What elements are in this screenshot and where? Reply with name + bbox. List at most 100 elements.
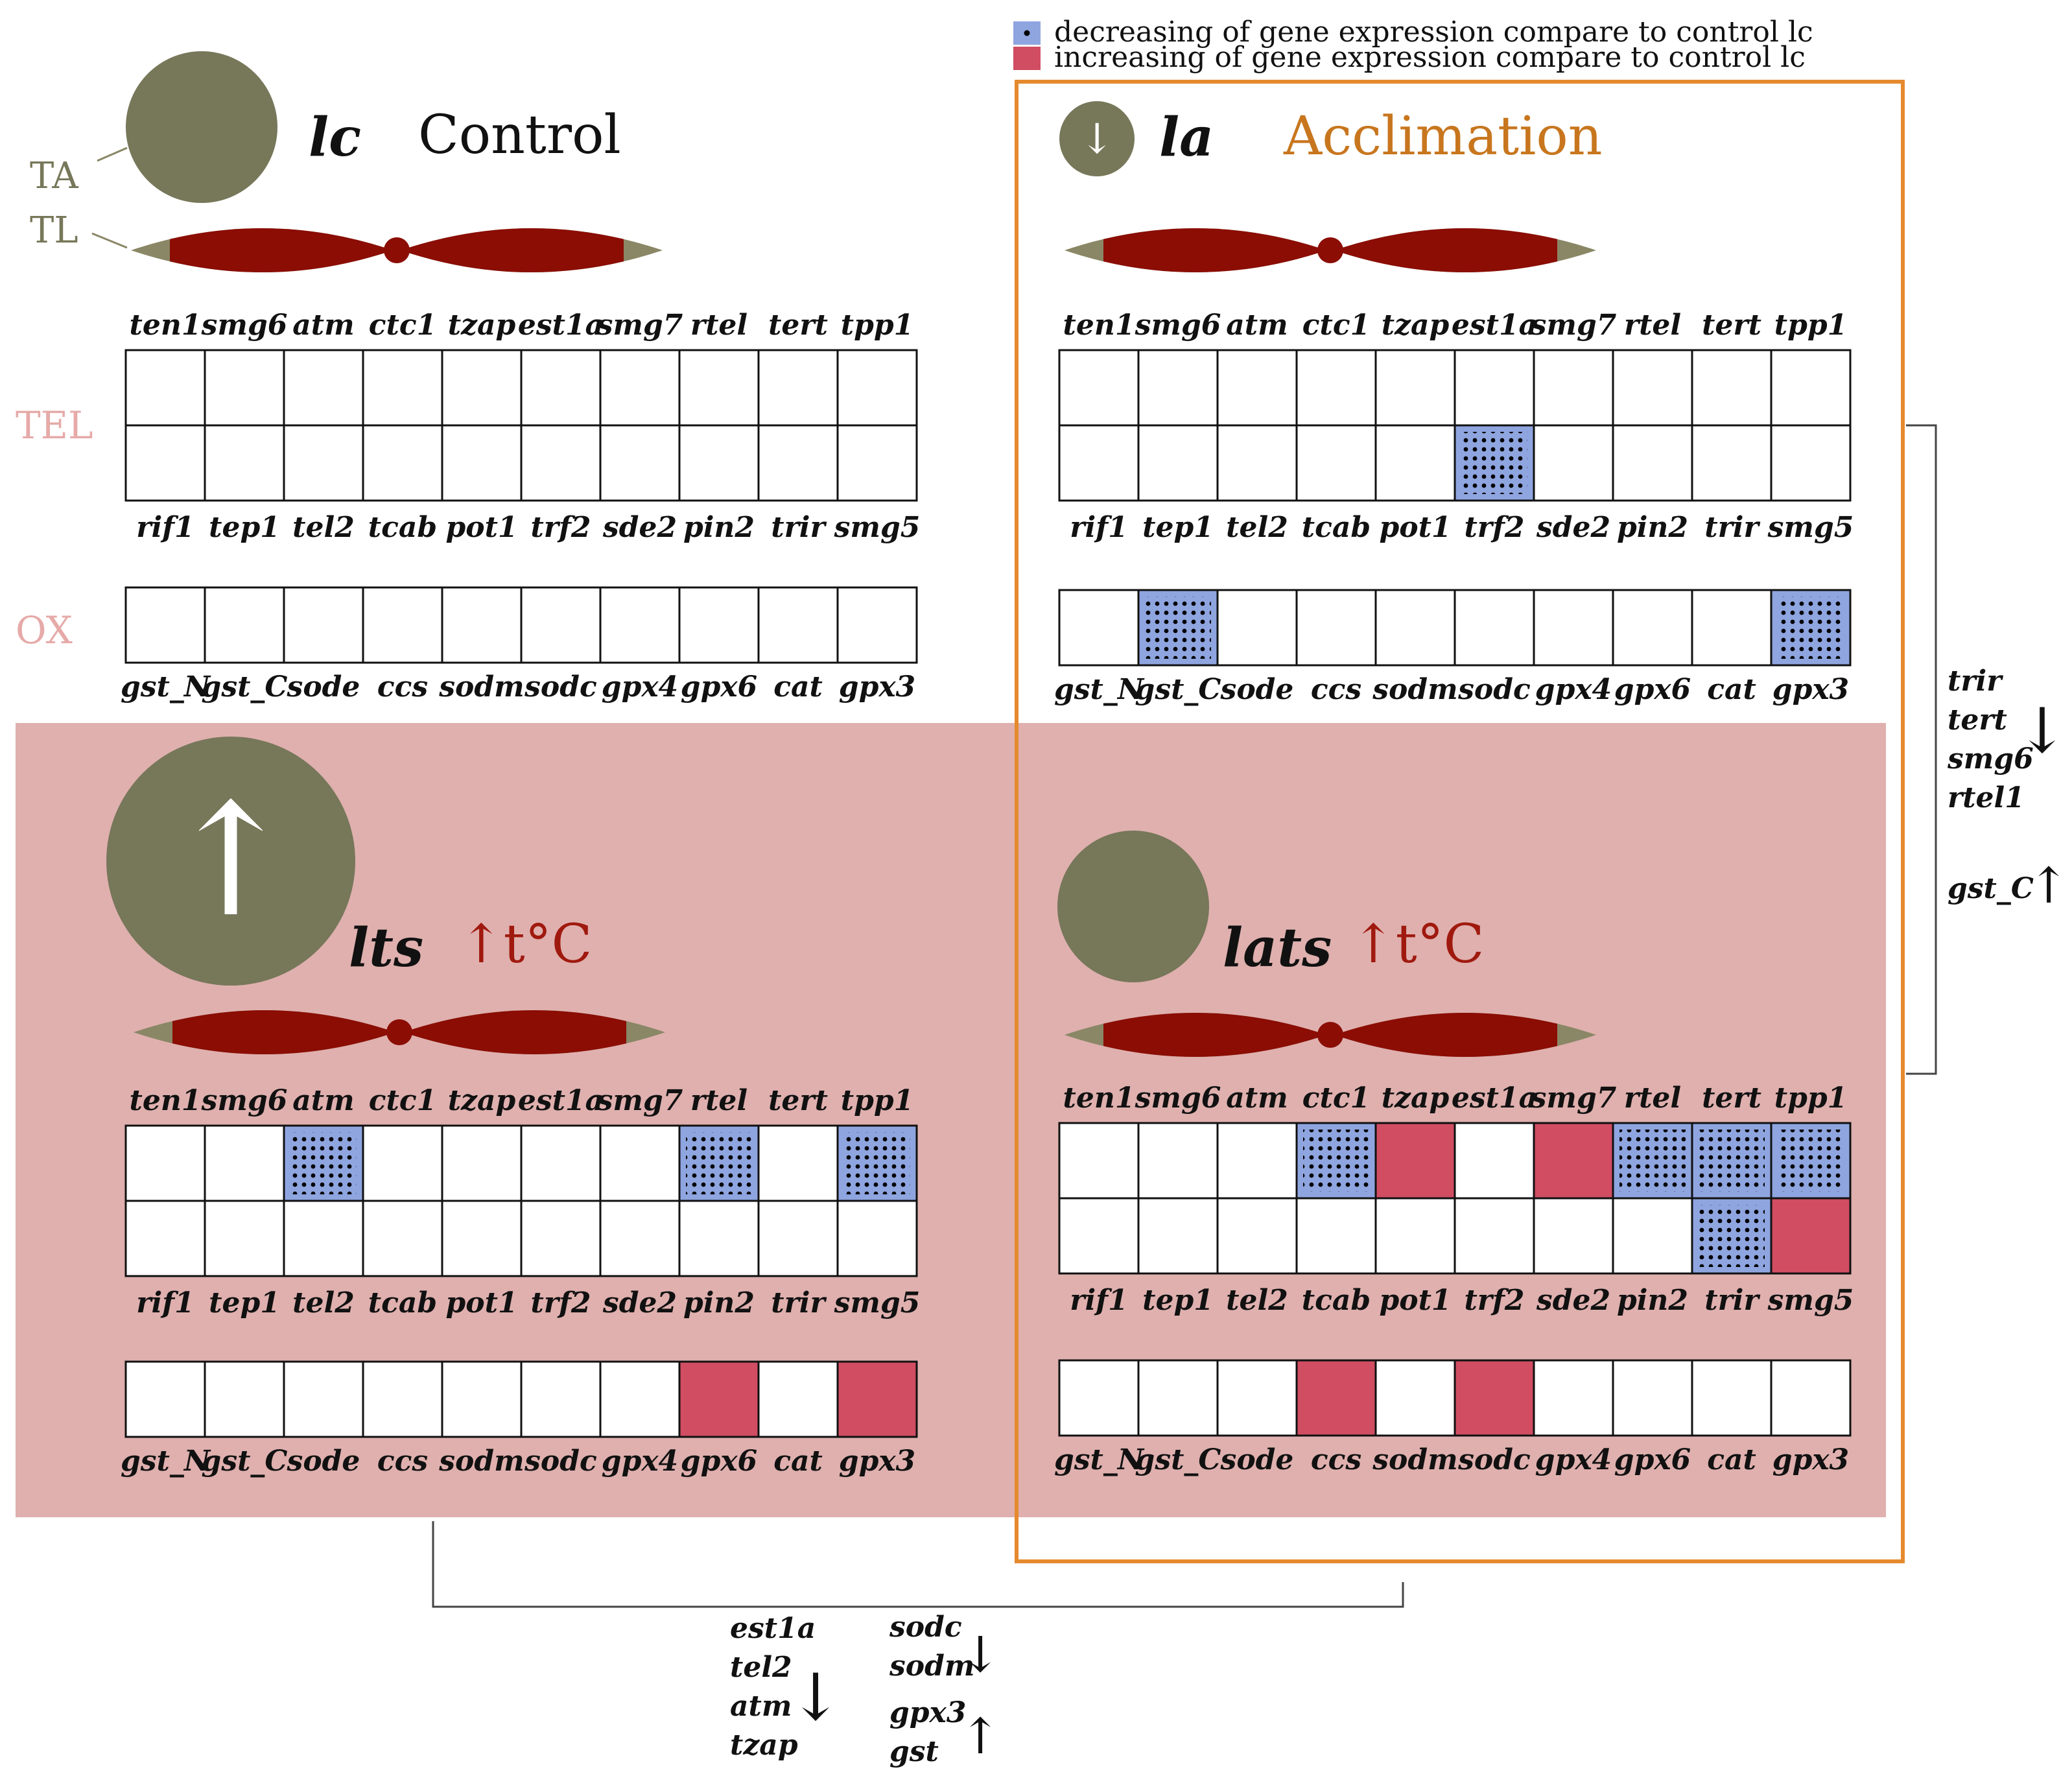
gene-cell	[1216, 589, 1298, 667]
gene-label: gst_N	[1054, 1443, 1145, 1476]
gene-label: sde2	[1536, 1284, 1610, 1317]
gene-cell	[599, 349, 681, 427]
lts-arrow: ↑	[165, 770, 296, 951]
gene-label: pot1	[1379, 511, 1451, 544]
gene-label: ten1	[130, 309, 202, 342]
gene-cell	[520, 424, 602, 502]
gene-label: sodm	[1372, 1443, 1457, 1476]
gene-label: est1a	[1452, 1082, 1537, 1115]
gene-label: tel2	[292, 1286, 355, 1320]
gene-cell	[204, 1200, 285, 1277]
gene-label: atm	[292, 309, 354, 342]
gene-label: tel2	[292, 511, 355, 544]
gene-label: smg5	[1767, 511, 1854, 544]
gene-cell	[441, 1360, 523, 1438]
gene-label: cat	[1707, 1443, 1756, 1476]
gene-cell	[678, 1200, 760, 1277]
gene-label: smg5	[1767, 1284, 1854, 1317]
gene-label: gpx4	[1535, 673, 1612, 706]
gene-cell	[1374, 349, 1456, 427]
chromosome-arm-left	[1103, 228, 1326, 272]
gene-label: gpx4	[602, 1445, 678, 1478]
gene-cell	[204, 586, 285, 664]
gene-label: sde2	[1536, 511, 1610, 544]
bottom-down-gene: tel2	[730, 1651, 792, 1684]
gene-label: pin2	[683, 511, 755, 544]
gene-cell	[1058, 1359, 1140, 1437]
gene-label: tcab	[1302, 511, 1371, 544]
gene-cell	[599, 1124, 681, 1202]
gene-cell	[836, 586, 918, 664]
gene-cell	[441, 1200, 523, 1277]
gene-label: ten1	[130, 1084, 202, 1117]
lts-chromosome	[134, 1010, 665, 1054]
gene-label: tep1	[1142, 1284, 1214, 1317]
gene-label: atm	[1226, 1082, 1288, 1115]
chromosome-arm-left	[170, 228, 393, 272]
gene-label: ccs	[1311, 1443, 1361, 1476]
gene-cell	[1374, 589, 1456, 667]
gene-cell	[1533, 1197, 1614, 1275]
gene-cell	[124, 1124, 206, 1202]
right-up-arrow: ↑	[2028, 857, 2069, 914]
lats-title: ↑t°C	[1351, 914, 1484, 975]
acclimation-frame	[1015, 80, 1905, 1563]
bottom-right-down-gene: sodc	[889, 1611, 962, 1644]
gene-cell	[1533, 349, 1614, 427]
legend: decreasing of gene expression compare to…	[1013, 16, 1813, 74]
gene-label: pot1	[445, 1286, 517, 1320]
gene-cell	[1137, 424, 1219, 502]
gene-label: smg7	[596, 1084, 683, 1117]
gene-label: cat	[1707, 673, 1756, 706]
gene-cell	[678, 349, 760, 427]
gene-cell	[1691, 1359, 1772, 1437]
gene-cell	[520, 349, 602, 427]
callout-tl: TL	[30, 209, 78, 252]
la-chromosome	[1065, 228, 1596, 272]
gene-label: smg7	[1530, 1082, 1617, 1115]
gene-label: tert	[768, 1084, 828, 1117]
lc-title: Control	[418, 104, 621, 166]
callout-tl-line	[91, 232, 128, 249]
right-bracket	[1906, 424, 1937, 1075]
bottom-right-up-arrow: ↑	[959, 1707, 1001, 1765]
row-label-ox: OX	[16, 608, 73, 652]
gene-label: gpx4	[602, 670, 678, 704]
gene-label: gst_C	[202, 1445, 288, 1478]
gene-cell	[124, 1360, 206, 1438]
gene-cell	[757, 586, 839, 664]
gene-label: ctc1	[1302, 309, 1371, 342]
gene-label: ctc1	[1302, 1082, 1371, 1115]
gene-cell-increased	[1374, 1122, 1456, 1200]
gene-cell	[1533, 1359, 1614, 1437]
gene-cell	[1454, 589, 1535, 667]
gene-label: tzap	[448, 309, 516, 342]
gene-label: sodm	[438, 670, 524, 704]
gene-cell	[520, 586, 602, 664]
gene-label: tert	[768, 309, 828, 342]
legend-increase-swatch	[1013, 47, 1041, 70]
gene-cell	[1058, 589, 1140, 667]
gene-label: ten1	[1063, 1082, 1135, 1115]
gene-cell	[757, 1124, 839, 1202]
gene-cell	[1612, 424, 1693, 502]
gene-label: ten1	[1063, 309, 1135, 342]
gene-label: gst_C	[202, 670, 288, 704]
decrease-dot-pattern	[844, 1132, 910, 1194]
centromere	[1317, 237, 1343, 263]
gene-label: rif1	[1070, 511, 1127, 544]
gene-label: est1a	[518, 309, 604, 342]
gene-label: gst_C	[1135, 673, 1221, 706]
gene-label: trf2	[1464, 511, 1524, 544]
gene-cell	[441, 424, 523, 502]
gene-cell	[1216, 424, 1298, 502]
gene-cell	[1295, 349, 1377, 427]
gene-cell	[1216, 1197, 1298, 1275]
gene-cell	[757, 349, 839, 427]
gene-cell	[1216, 349, 1298, 427]
gene-cell	[1137, 1197, 1219, 1275]
bottom-summary: est1a tel2 atm tzap ↓ sodc sodm ↓ gpx3 g…	[730, 1611, 1001, 1768]
gene-label: gpx6	[1614, 1443, 1691, 1476]
gene-cell-increased	[1533, 1122, 1614, 1200]
